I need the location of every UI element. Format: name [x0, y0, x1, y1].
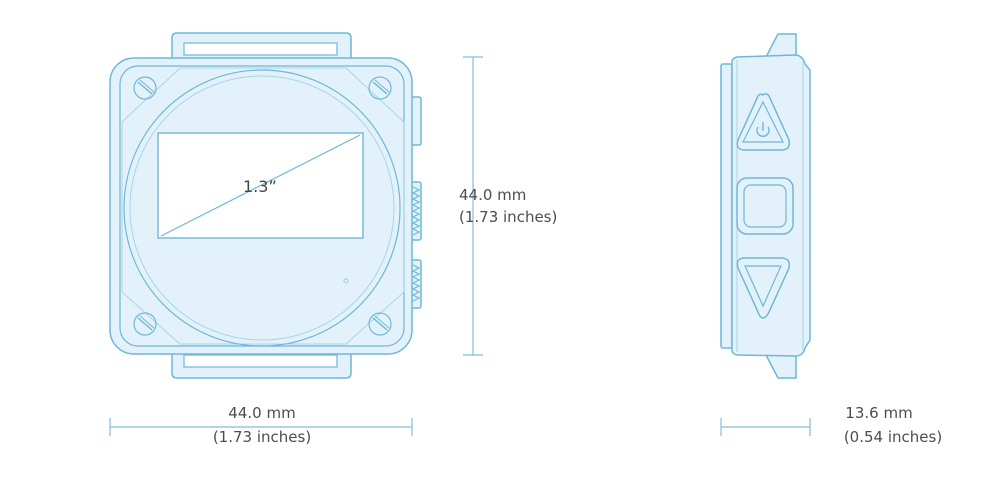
height-mm-label: 44.0 mm [459, 186, 527, 204]
down-button[interactable] [736, 257, 791, 319]
inner-frame [121, 67, 405, 345]
height-dimension-line [463, 56, 483, 356]
screen-size-label: 1.3” [243, 177, 277, 196]
width-dimension-line [109, 418, 413, 436]
screw-bottom-left [133, 312, 157, 336]
front-view [109, 32, 422, 379]
dial-inner [129, 75, 395, 341]
power-icon [756, 122, 770, 137]
display-diagonal [160, 134, 361, 237]
top-strap-slot [183, 42, 338, 56]
screw-top-right [368, 76, 392, 100]
bottom-strap-slot [183, 354, 338, 368]
depth-dimension-line [720, 418, 811, 436]
triangle-down-icon [744, 265, 782, 308]
screw-top-left [133, 76, 157, 100]
width-mm-label: 44.0 mm [228, 404, 296, 422]
dial-ring [123, 69, 401, 347]
power-button[interactable] [736, 92, 791, 151]
height-inches-label: (1.73 inches) [459, 208, 558, 226]
square-button[interactable] [736, 177, 794, 235]
sensor-dot [343, 278, 349, 284]
side-view [720, 33, 811, 379]
side-back-plate [720, 63, 733, 349]
width-inches-label: (1.73 inches) [212, 428, 312, 446]
screw-bottom-right [368, 312, 392, 336]
square-icon [743, 184, 787, 228]
depth-inches-label: (0.54 inches) [843, 428, 943, 446]
depth-mm-label: 13.6 mm [845, 404, 913, 422]
